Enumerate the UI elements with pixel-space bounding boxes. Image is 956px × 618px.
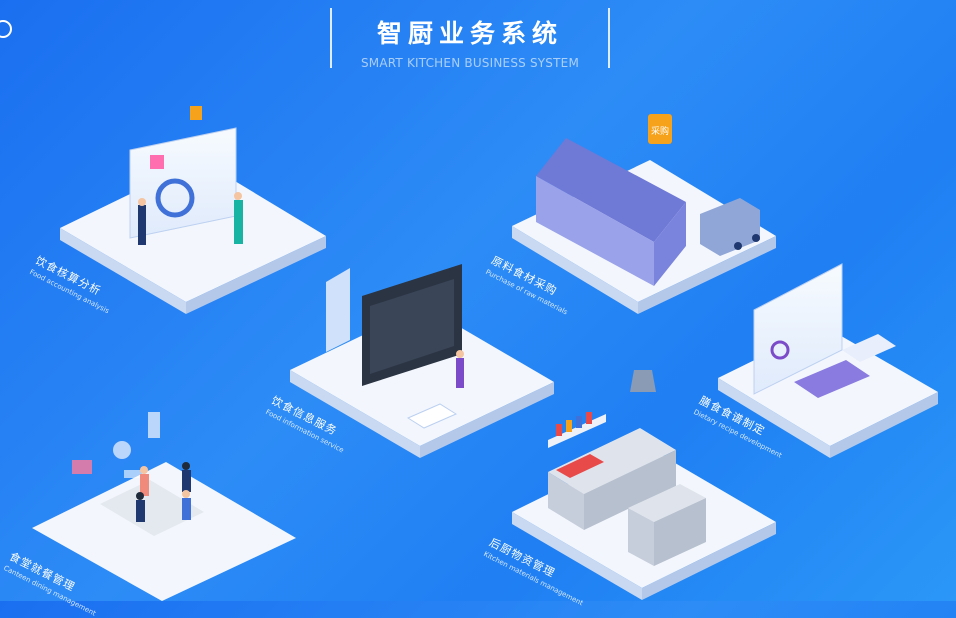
person-figure — [234, 200, 243, 244]
chart-tile-icon — [150, 155, 164, 169]
page-title: 智厨业务系统 — [376, 19, 563, 48]
range-hood-icon — [630, 370, 656, 392]
person-figure — [456, 358, 464, 388]
person-figure — [140, 474, 149, 496]
recipe-book-icon — [794, 360, 870, 398]
person-figure — [138, 205, 146, 245]
platform — [32, 462, 296, 601]
module-recipe[interactable] — [718, 263, 938, 458]
purchase-badge-label: 采购 — [651, 125, 669, 137]
platform — [60, 160, 326, 302]
kitchen-counter — [548, 428, 676, 494]
card-icon — [406, 403, 458, 429]
steamer-cabinet — [628, 484, 706, 522]
platform — [290, 306, 554, 446]
module-food-accounting[interactable] — [60, 106, 326, 314]
page-header: 智厨业务系统 SMART KITCHEN BUSINESS SYSTEM — [330, 8, 610, 70]
module-kitchen[interactable] — [512, 370, 776, 600]
module-food-info[interactable] — [290, 264, 554, 458]
purchase-badge — [648, 114, 672, 144]
clock-icon — [113, 441, 131, 459]
warehouse-building — [536, 176, 654, 286]
dining-table — [100, 480, 204, 536]
cutting-board — [556, 454, 604, 478]
truck-icon — [700, 198, 760, 256]
person-figure — [182, 470, 191, 492]
module-canteen[interactable] — [32, 412, 296, 601]
person-figure — [136, 500, 145, 522]
warehouse-roof — [536, 138, 686, 242]
person-figure — [182, 498, 191, 520]
magnifier-icon — [155, 178, 195, 218]
module-purchase[interactable]: 采购 — [512, 114, 776, 314]
page-subtitle: SMART KITCHEN BUSINESS SYSTEM — [360, 56, 579, 70]
corner-ring-icon — [0, 20, 12, 38]
doc-icon — [190, 106, 202, 120]
card-icon — [72, 460, 92, 474]
phone-panel — [326, 268, 350, 352]
isometric-scene: 采购 — [32, 106, 938, 601]
